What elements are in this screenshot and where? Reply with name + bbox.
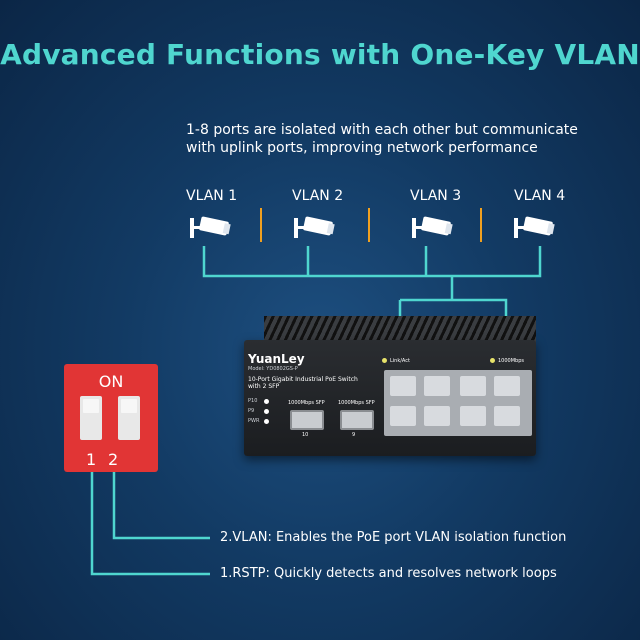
dip-on-label: ON [98,372,124,391]
description-line-2: with uplink ports, improving network per… [186,140,538,156]
camera-icon [294,216,335,238]
rj45-port [424,406,450,426]
vlan-1-label: VLAN 1 [186,188,238,204]
network-switch: YuanLey Model: YD0802GS-P 10-Port Gigabi… [244,340,536,456]
rj45-port [460,406,486,426]
rj45-port [494,376,520,396]
switch-brand: YuanLey [248,352,305,366]
vlan-separator [480,208,482,242]
led-p10 [264,399,269,404]
vlan-separator [260,208,262,242]
dip-switch-2[interactable] [118,396,140,440]
switch-model: Model: YD0802GS-P [248,366,298,372]
description: 1-8 ports are isolated with each other b… [186,121,606,157]
dip-switch-1[interactable] [80,396,102,440]
sfp-port-9 [340,410,374,430]
led-speed-label: 1000Mbps [498,358,524,364]
led-p10-label: P10 [248,398,258,404]
led-p9-label: P9 [248,408,255,414]
led-p9 [264,409,269,414]
callout-vlan: 2.VLAN: Enables the PoE port VLAN isolat… [220,530,567,545]
rj45-port [390,406,416,426]
rj45-port [494,406,520,426]
camera-icon [514,216,555,238]
rj45-port [460,376,486,396]
sfp-right-num: 9 [352,432,356,438]
callout-rstp: 1.RSTP: Quickly detects and resolves net… [220,566,557,581]
rj45-port [390,376,416,396]
vlan-2-label: VLAN 2 [292,188,344,204]
led-link-label: Link/Act [390,358,410,364]
vlan-separator [368,208,370,242]
sfp-left-label: 1000Mbps SFP [288,400,325,406]
switch-heatsink [264,316,536,342]
sfp-left-num: 10 [302,432,309,438]
led-1000mbps [490,358,495,363]
led-link-act [382,358,387,363]
vlan-3-label: VLAN 3 [410,188,462,204]
sfp-right-label: 1000Mbps SFP [338,400,375,406]
dip-num-1: 1 [86,450,97,469]
led-pwr-label: PWR [248,418,260,424]
camera-icon [190,216,231,238]
description-line-1: 1-8 ports are isolated with each other b… [186,122,578,138]
led-pwr [264,419,269,424]
rj45-port [424,376,450,396]
switch-description-2: with 2 SFP [248,383,280,390]
page-title: Advanced Functions with One-Key VLAN [0,38,640,71]
dip-switch: ON 1 2 [64,364,158,472]
vlan-4-label: VLAN 4 [514,188,566,204]
dip-num-2: 2 [108,450,119,469]
switch-description: 10-Port Gigabit Industrial PoE Switch [248,376,358,383]
camera-icon [412,216,453,238]
rj45-port-block [384,370,532,436]
sfp-port-10 [290,410,324,430]
